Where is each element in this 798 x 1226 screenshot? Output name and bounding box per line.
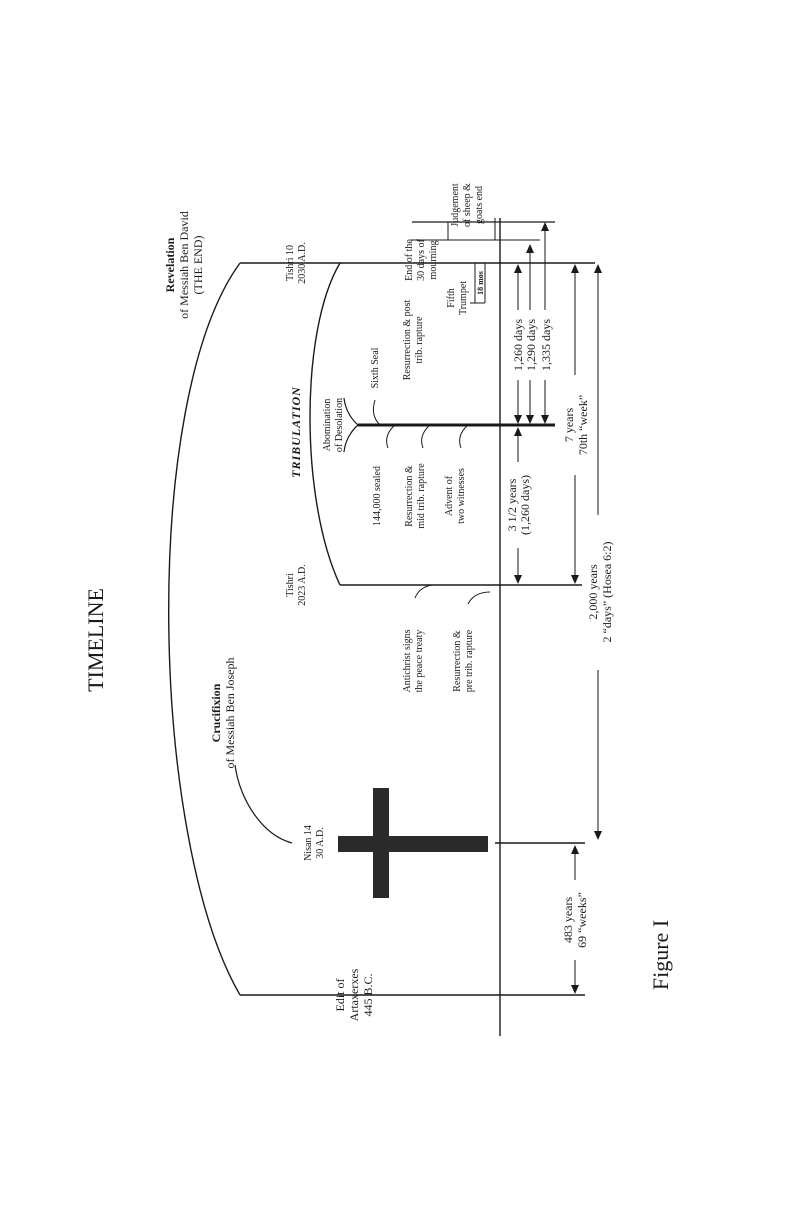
figure-caption: Figure I xyxy=(648,920,673,990)
judgement-label-2: of sheep & xyxy=(462,183,473,227)
mourning-label-2: 30 days of xyxy=(416,239,427,281)
sixth-seal-label: Sixth Seal xyxy=(370,347,381,388)
arrow-483-head-up xyxy=(571,845,579,854)
sixth-seal-pointer xyxy=(372,399,381,426)
outer-arc xyxy=(168,262,241,996)
tribulation-label: TRIBULATION xyxy=(289,386,303,478)
pre-rapture-label-2: pre trib. rapture xyxy=(464,629,475,692)
artaxerxes-label: Edit of xyxy=(333,979,347,1012)
span-483-weeks-label: 69 “weeks” xyxy=(575,892,589,948)
cross-horizontal-bar xyxy=(338,836,488,852)
post-rapture-label-2: trib. rapture xyxy=(414,316,425,364)
revelation-label: Revelation xyxy=(163,237,177,292)
span-half-label: 3 1/2 years xyxy=(505,478,519,531)
mid-rapture-label: Resurrection & xyxy=(404,465,415,527)
span-483-label: 483 years xyxy=(561,897,575,944)
artaxerxes-label-2: Artaxerxes xyxy=(347,968,361,1021)
antichrist-label-2: the peace treaty xyxy=(414,630,425,693)
arrow-1260-head-down xyxy=(514,415,522,424)
arrow-2000-head-up xyxy=(594,264,602,273)
tribulation-arc xyxy=(309,262,341,586)
eighteen-mos-label: 18 mos xyxy=(476,271,485,295)
post-rapture-label: Resurrection & post xyxy=(402,300,413,381)
arrow-1335-head-down xyxy=(541,415,549,424)
tishri-10-year-label: 2030 A.D. xyxy=(297,242,308,283)
revelation-sub-label: of Messiah Ben David xyxy=(177,211,191,319)
revelation-end-label: (THE END) xyxy=(191,236,205,295)
nisan-label: Nisan 14 xyxy=(303,825,314,861)
arrow-1290-head-down xyxy=(526,415,534,424)
crucifixion-pointer xyxy=(234,764,293,844)
mourning-label-3: mourning xyxy=(428,241,439,280)
advent-pointer xyxy=(459,424,469,449)
crucifixion-sub-label: of Messiah Ben Joseph xyxy=(223,658,237,769)
nisan-year-label: 30 A.D. xyxy=(315,827,326,858)
arrow-seven-head-down xyxy=(571,575,579,584)
arrow-half-head-up xyxy=(514,427,522,436)
span-2000-days-label: 2 “days” (Hosea 6:2) xyxy=(600,542,614,643)
span-1290-label: 1,290 days xyxy=(524,319,538,371)
span-1260-label: 1,260 days xyxy=(511,319,525,371)
span-seven-label: 7 years xyxy=(562,408,576,443)
judgement-label: Judgement xyxy=(450,183,461,227)
sealed-label: 144,000 sealed xyxy=(372,466,383,526)
pre-rapture-label: Resurrection & xyxy=(452,630,463,692)
abomination-bracket-top xyxy=(343,397,359,426)
arrow-1260-head-up xyxy=(514,264,522,273)
crucifixion-label: Crucifixion xyxy=(209,683,223,742)
pre-rapture-pointer xyxy=(467,591,491,605)
abomination-bracket-bottom xyxy=(343,424,359,453)
advent-label: Advent of xyxy=(444,475,455,516)
span-1335-label: 1,335 days xyxy=(539,319,553,371)
arrow-1290-head-up xyxy=(526,244,534,253)
artaxerxes-date-label: 445 B.C. xyxy=(361,973,375,1016)
arrow-1335-head-up xyxy=(541,222,549,231)
antichrist-pointer xyxy=(414,584,433,599)
tishri-year-label: 2023 A.D. xyxy=(297,564,308,605)
antichrist-label: Antichrist signs xyxy=(402,629,413,692)
fifth-trumpet-label: Fifth xyxy=(446,288,457,307)
span-2000-label: 2,000 years xyxy=(586,564,600,620)
span-seven-week-label: 70th “week” xyxy=(576,395,590,455)
mourning-label: End of the xyxy=(404,239,415,281)
span-half-days-label: (1,260 days) xyxy=(518,475,532,535)
abomination-label: Abomination xyxy=(322,399,333,452)
sealed-pointer xyxy=(386,424,396,449)
abomination-sub-label: of Desolation xyxy=(334,398,345,452)
arrow-2000-head-down xyxy=(594,831,602,840)
arrow-seven-head-up xyxy=(571,264,579,273)
arrow-483-head-down xyxy=(571,985,579,994)
judgement-label-3: goats end xyxy=(474,186,485,224)
tishri-10-label: Tishri 10 xyxy=(285,245,296,281)
advent-label-2: two witnesses xyxy=(456,468,467,524)
mid-rapture-pointer xyxy=(421,424,431,449)
arrow-half-head-down xyxy=(514,575,522,584)
page-title: TIMELINE xyxy=(83,588,108,692)
mid-rapture-label-2: mid trib. rapture xyxy=(416,463,427,529)
tishri-label: Tishri xyxy=(285,573,296,597)
fifth-trumpet-label-2: Trumpet xyxy=(458,281,469,315)
